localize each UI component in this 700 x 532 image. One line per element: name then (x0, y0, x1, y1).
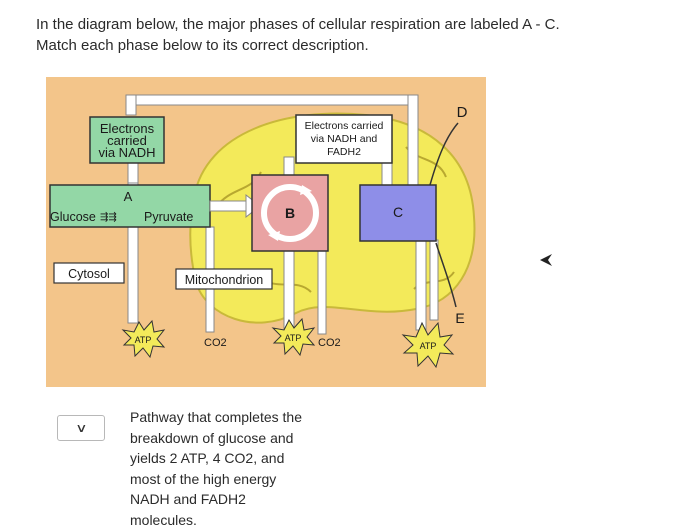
description-line-6: molecules. (130, 511, 197, 528)
cellular-respiration-diagram: Electrons carried via NADH Electrons car… (46, 77, 486, 387)
krebs-cycle-arrow-2 (268, 231, 280, 241)
atp-burst-3 (401, 321, 455, 369)
electrons-fadh-line-3: FADH2 (327, 146, 361, 158)
d-arrow (429, 122, 459, 186)
question-line-2: Match each phase below to its correct de… (36, 37, 369, 54)
electrons-nadh-line-3: via NADH (98, 145, 155, 160)
pyruvate-label: Pyruvate (144, 210, 193, 224)
label-c: C (393, 204, 403, 220)
description-line-5: NADH and FADH2 (130, 491, 246, 507)
electrons-fadh-line-1: Electrons carried (305, 120, 384, 132)
answer-select[interactable]: ∨ (57, 415, 105, 441)
diagram-svg: Electrons carried via NADH Electrons car… (49, 94, 476, 369)
etc-box (359, 184, 437, 242)
krebs-cycle-ring (261, 184, 319, 242)
chevron-down-icon: ∨ (74, 421, 88, 435)
atp-label-3: ATP (420, 341, 437, 351)
answer-description: Pathway that completes the breakdown of … (130, 407, 320, 530)
pipe-co2-2 (317, 248, 327, 335)
label-e: E (455, 310, 464, 326)
e-arrow (435, 242, 457, 308)
label-a: A (124, 189, 133, 204)
pipe-e (429, 239, 439, 321)
label-b: B (285, 205, 295, 221)
cytosol-label: Cytosol (68, 267, 110, 281)
electrons-fadh-line-2: via NADH and (311, 133, 378, 145)
electrons-nadh-fadh-box (295, 114, 393, 164)
electrons-nadh-line-1: Electrons (100, 121, 155, 136)
atp-label-2: ATP (285, 333, 302, 343)
glucose-label: Glucose (50, 210, 96, 224)
top-pipe-left-leg (125, 94, 137, 116)
question-prompt: In the diagram below, the major phases o… (36, 14, 676, 56)
mitochondrion-label: Mitochondrion (185, 273, 264, 287)
glycolysis-box (49, 184, 211, 228)
co2-label-1: CO2 (204, 337, 227, 349)
pipe-krebs-down (283, 248, 295, 330)
question-line-1: In the diagram below, the major phases o… (36, 16, 560, 33)
atp-label-1: ATP (135, 335, 152, 345)
label-d: D (457, 104, 468, 121)
mouse-cursor-icon (540, 253, 552, 271)
mitochondrion-box (175, 268, 273, 290)
description-line-4: most of the high energy (130, 470, 277, 487)
cytosol-box (53, 262, 125, 284)
atp-burst-1 (121, 319, 166, 359)
krebs-cycle-arrow-1 (300, 185, 312, 195)
pyruvate-arrow-shaft (209, 200, 249, 212)
atp-burst-2 (271, 317, 316, 357)
electrons-nadh-box (89, 116, 165, 164)
pipe-etc-down (415, 239, 427, 331)
description-line-3: yields 2 ATP, 4 CO2, and (130, 450, 285, 466)
glycolysis-arrows: ⇶⇶ (100, 211, 117, 223)
description-line-2: breakdown of glucose and (130, 429, 294, 446)
top-pipe (125, 94, 419, 106)
co2-label-2: CO2 (318, 337, 341, 349)
description-line-1: Pathway that completes the (130, 409, 302, 425)
electrons-nadh-line-2: carried (107, 133, 147, 148)
